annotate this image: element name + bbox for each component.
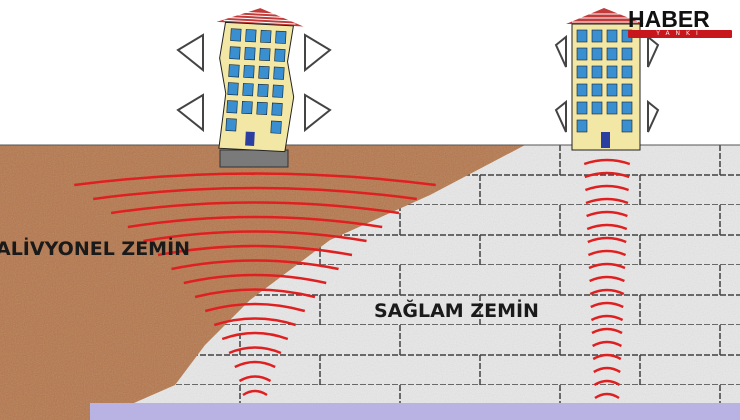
window <box>230 28 242 42</box>
door <box>245 131 255 147</box>
wave-arc <box>591 327 623 335</box>
window <box>606 101 618 115</box>
window <box>606 29 618 43</box>
roof <box>566 8 644 24</box>
window <box>576 47 588 61</box>
window <box>576 29 588 43</box>
window <box>621 65 633 79</box>
solid-ground-label: SAĞLAM ZEMİN <box>374 300 539 322</box>
window <box>228 64 240 78</box>
wave-arc <box>157 244 353 257</box>
window <box>243 65 255 79</box>
haber-yanki-logo: HABER YANKI <box>628 6 732 38</box>
window <box>591 83 603 97</box>
window <box>275 30 287 44</box>
wave-arc <box>221 331 289 341</box>
wave-arc <box>127 215 383 229</box>
door <box>601 132 610 148</box>
window <box>226 100 238 114</box>
window <box>259 47 271 62</box>
seismic-waves-solid <box>583 158 631 400</box>
roof <box>216 8 304 27</box>
wave-arc <box>234 360 276 369</box>
shaking-lines-icon <box>554 34 660 133</box>
window <box>225 118 237 132</box>
wave-arc <box>590 301 624 309</box>
wave-arc <box>213 317 297 327</box>
window <box>606 83 618 97</box>
wave-arc <box>171 259 339 271</box>
wave-arc <box>204 302 306 313</box>
wave-arc <box>589 275 625 283</box>
building-on-alluvial <box>176 8 332 168</box>
wave-arc <box>589 288 625 296</box>
wave-arc <box>593 379 621 387</box>
wave-arc <box>183 273 327 285</box>
window <box>621 83 633 97</box>
wave-arc <box>194 288 316 299</box>
logo-main: HABER <box>628 6 710 32</box>
wave-arc <box>588 262 626 270</box>
window <box>274 48 286 62</box>
wave-arc <box>592 353 622 361</box>
wave-arc <box>583 158 631 166</box>
window <box>242 83 254 97</box>
foundation <box>219 149 289 168</box>
window <box>273 66 285 80</box>
alluvial-ground-label: ALİVYONEL ZEMİN <box>0 238 191 260</box>
window <box>260 29 272 44</box>
shaking-lines-icon <box>176 33 332 133</box>
wave-arc <box>586 223 628 231</box>
building-on-solid-ground <box>554 8 660 151</box>
wave-arc <box>593 366 621 374</box>
window <box>241 101 253 115</box>
window <box>244 47 256 61</box>
window <box>576 83 588 97</box>
window <box>258 65 270 80</box>
wave-arc <box>587 236 627 244</box>
window <box>576 119 588 133</box>
window <box>270 120 282 134</box>
wave-arc <box>584 171 630 179</box>
wave-arc <box>590 314 624 322</box>
seismic-waves-alluvial <box>74 172 436 397</box>
wave-arc <box>584 184 630 192</box>
logo-sub: YANKI <box>628 30 732 38</box>
window <box>272 84 284 98</box>
wave-arc <box>143 230 367 243</box>
window <box>591 101 603 115</box>
wave-arc <box>242 389 268 397</box>
window <box>606 47 618 61</box>
window <box>591 65 603 79</box>
wave-arc <box>228 346 282 355</box>
wave-arc <box>594 392 620 400</box>
wave-arc <box>110 201 400 215</box>
wave-arc <box>238 375 272 383</box>
bedrock-layer <box>90 403 740 420</box>
window <box>256 101 268 115</box>
window <box>227 82 239 96</box>
window <box>271 102 283 116</box>
window <box>576 65 588 79</box>
window <box>621 119 633 133</box>
window <box>229 46 241 60</box>
window <box>606 65 618 79</box>
wave-arc <box>586 210 628 218</box>
wave-arc <box>74 172 436 187</box>
window <box>621 47 633 61</box>
window <box>245 29 257 43</box>
window <box>591 47 603 61</box>
wave-arc <box>93 186 417 201</box>
wave-arc <box>587 249 627 257</box>
wave-arc <box>585 197 629 205</box>
window <box>257 83 269 97</box>
window <box>576 101 588 115</box>
window <box>621 101 633 115</box>
window <box>591 29 603 43</box>
wave-arc <box>591 340 623 348</box>
